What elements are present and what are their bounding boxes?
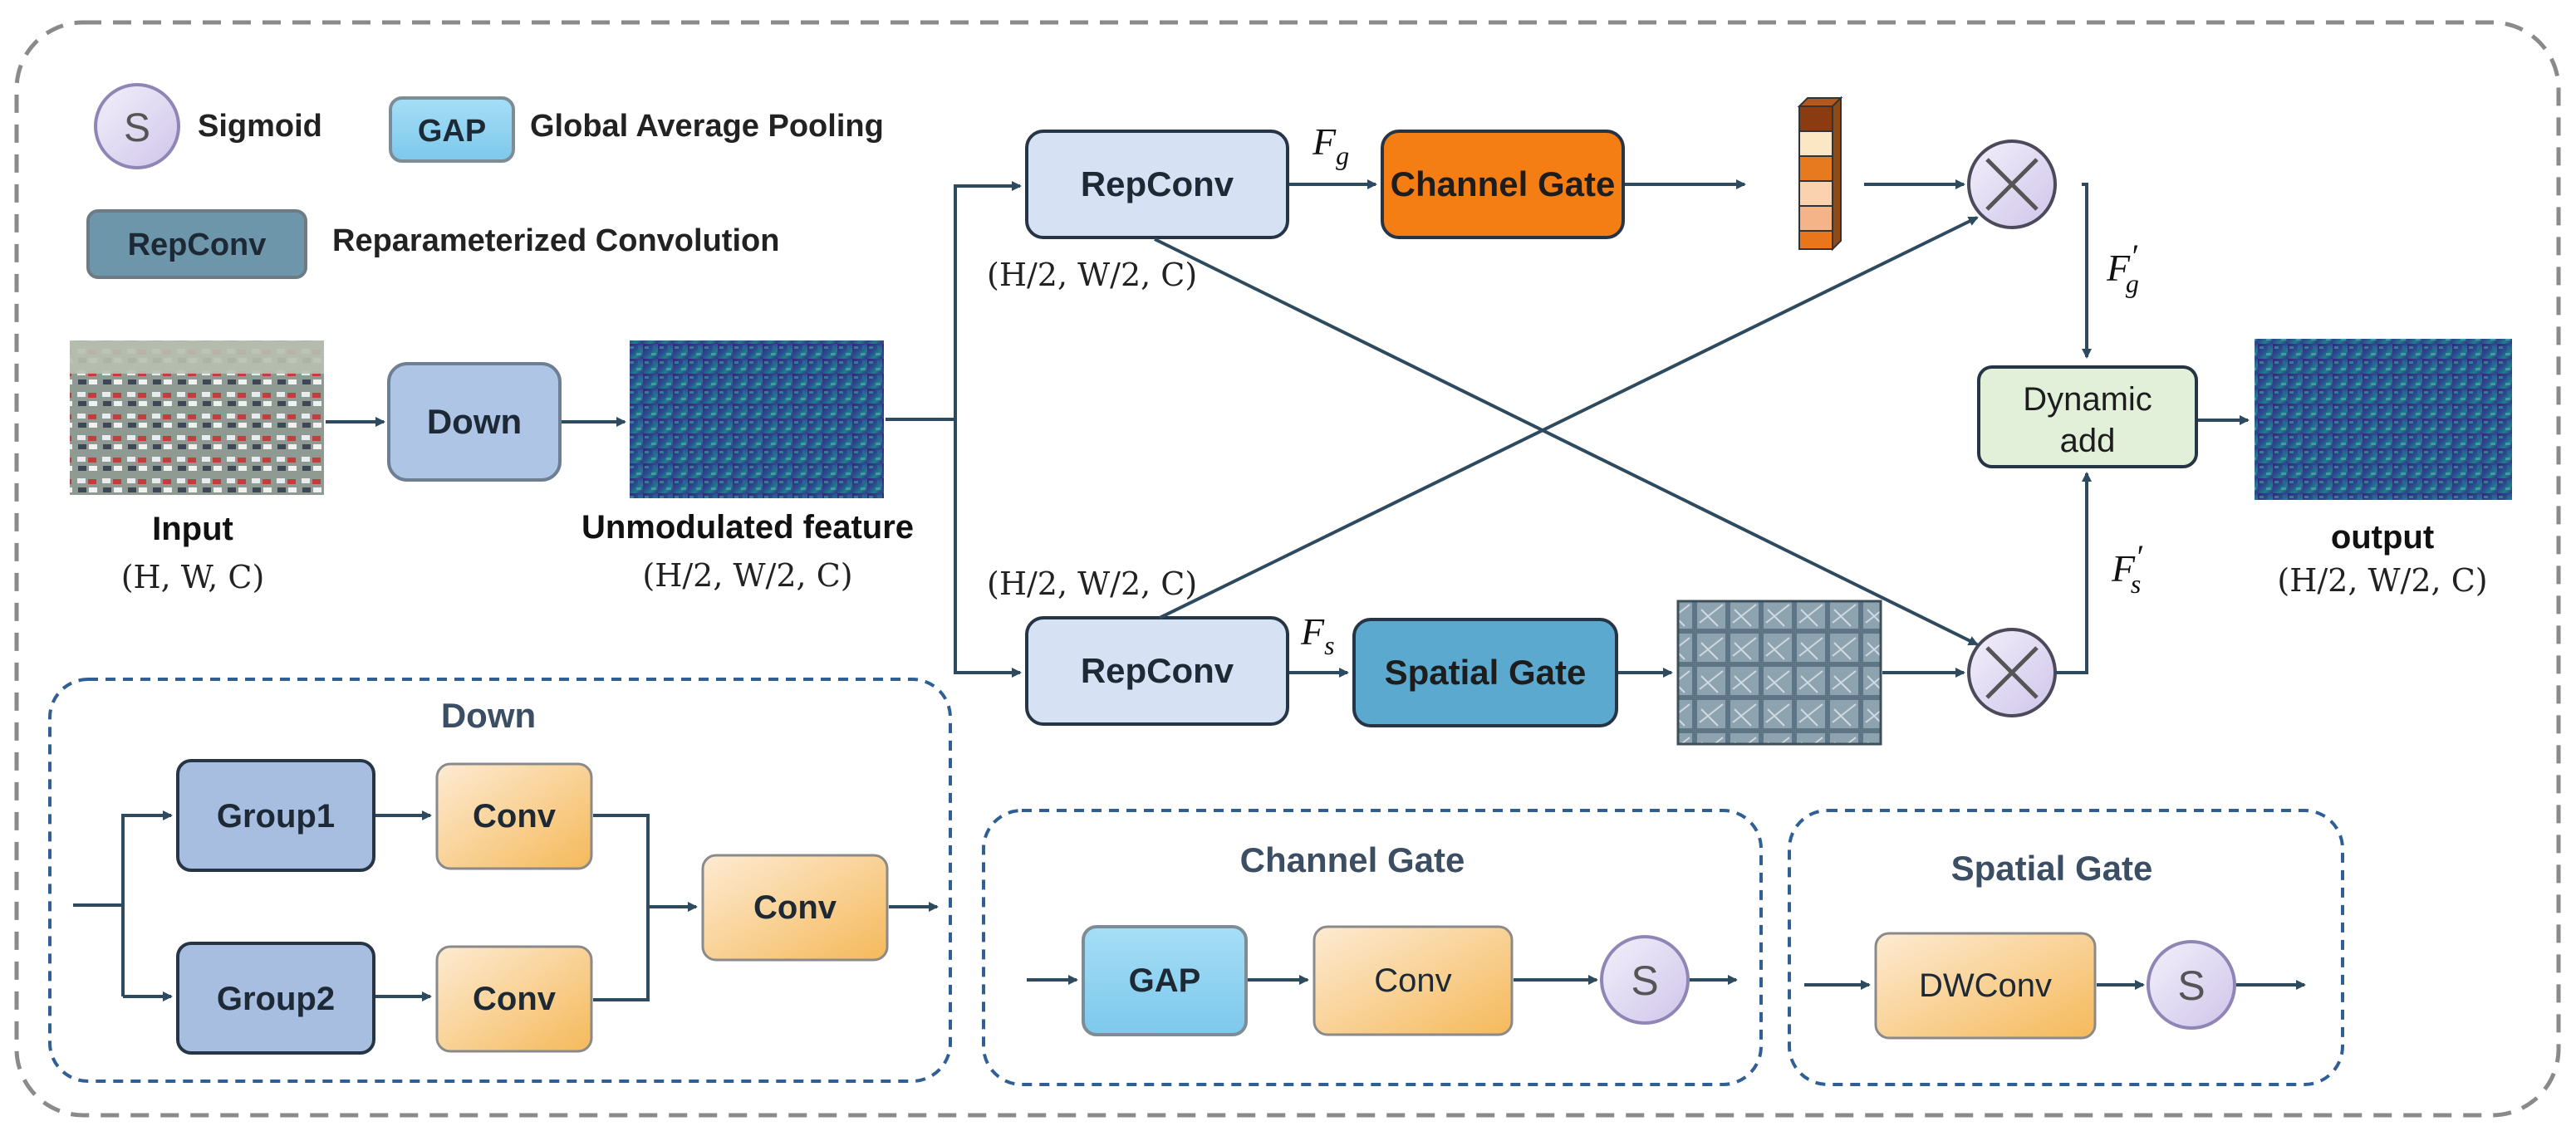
channel-panel-title: Channel Gate [1240,840,1465,879]
spatial-sigmoid-symbol: S [2177,962,2205,1009]
channel-panel-frame [982,809,1763,1086]
group1-block [176,759,375,872]
multiply-top-glyph [1985,158,2039,211]
repconv-bottom [1025,616,1289,726]
input-label: Input [152,511,233,547]
conv-bottom-block [435,945,593,1053]
spatial-gate-panel: Spatial Gate DWConv S [1788,809,2344,1086]
down-panel-merge [593,814,696,1001]
cross-arrow-bottom-to-top [1159,216,1979,619]
input-dims: (H, W, C) [121,559,265,595]
legend-repconv-box [86,209,307,279]
channel-sigmoid-icon [1600,935,1690,1025]
dynamic-add-line1: Dynamic [2023,381,2152,418]
channel-sigmoid-symbol: S [1631,957,1658,1004]
input-image-buildings [70,340,324,374]
arrow-split-top [886,181,1022,421]
conv-top-label: Conv [473,798,557,835]
arrow-multiply-bottom-dynamic [2055,472,2092,674]
channel-gate-block-label: Channel Gate [1391,164,1616,203]
repconv-bottom-dims: (H/2, W/2, C) [987,566,1197,602]
conv-top-block [435,762,593,870]
dynamic-add-line2: add [2060,423,2116,459]
unmod-label: Unmodulated feature [581,509,914,546]
fs-symbol: Fs [1300,610,1335,660]
fg-symbol: Fg [1312,120,1349,170]
output-label: output [2331,519,2434,556]
channel-gap-block [1082,925,1248,1036]
legend-sigmoid-icon [94,83,180,169]
repconv-top [1025,130,1289,239]
legend-sigmoid-symbol: S [124,106,150,150]
arrow-multiply-top-dynamic [2082,183,2092,359]
channel-conv-label: Conv [1374,962,1451,999]
down-panel-title: Down [441,696,536,735]
channel-weight-vector [1797,95,1843,252]
dwconv-label: DWConv [1919,967,2052,1004]
repconv-bottom-label: RepConv [1081,651,1234,690]
repconv-top-label: RepConv [1081,164,1234,203]
dynamic-add-block [1977,365,2198,468]
down-block-label: Down [427,402,522,441]
down-panel-input-split [73,814,125,996]
legend: S Sigmoid GAP Global Average Pooling Rep… [86,83,884,279]
legend-gap-text: GAP [418,114,486,149]
channel-gate-panel: Channel Gate GAP Conv S [982,809,1763,1086]
down-panel: Down Group1 Group2 Conv Conv Conv [48,678,952,1083]
group1-label: Group1 [217,798,335,835]
repconv-top-dims: (H/2, W/2, C) [987,257,1197,293]
spatial-weight-map [1676,600,1882,746]
output-dims: (H/2, W/2, C) [2277,562,2487,599]
dwconv-block [1874,932,2097,1040]
legend-sigmoid-label: Sigmoid [198,109,322,144]
outer-frame [14,20,2561,1118]
unmod-dims: (H/2, W/2, C) [642,557,852,594]
conv-bottom-label: Conv [473,981,557,1017]
group2-block [176,942,375,1055]
fs-prime-symbol: F′s [2111,538,2143,599]
spatial-panel-frame [1788,809,2344,1086]
channel-gate-block [1381,130,1625,239]
down-panel-frame [48,678,952,1083]
spatial-gate-block [1352,618,1618,727]
group2-label: Group2 [217,981,335,1017]
legend-gap-label: Global Average Pooling [530,109,884,144]
arrow-split-bottom [954,419,1022,678]
output-image [2255,339,2512,500]
unmodulated-feature-image [630,340,884,498]
legend-repconv-text: RepConv [128,228,267,262]
channel-gap-label: GAP [1129,962,1201,999]
fg-prime-symbol: F′g [2106,237,2139,298]
legend-gap-box [389,96,515,163]
spatial-sigmoid-icon [2147,940,2236,1030]
conv-out-label: Conv [753,889,837,926]
channel-conv-block [1313,925,1514,1036]
cross-arrow-top-to-bottom [1154,237,1979,646]
down-block [387,362,562,482]
conv-out-block [701,854,889,962]
main-pipeline: Input (H, W, C) Down Unmodulated feature… [70,95,2512,746]
spatial-gate-block-label: Spatial Gate [1385,653,1587,692]
spatial-panel-title: Spatial Gate [1951,849,2153,888]
multiply-bottom-glyph [1985,646,2039,699]
legend-repconv-label: Reparameterized Convolution [332,223,779,258]
